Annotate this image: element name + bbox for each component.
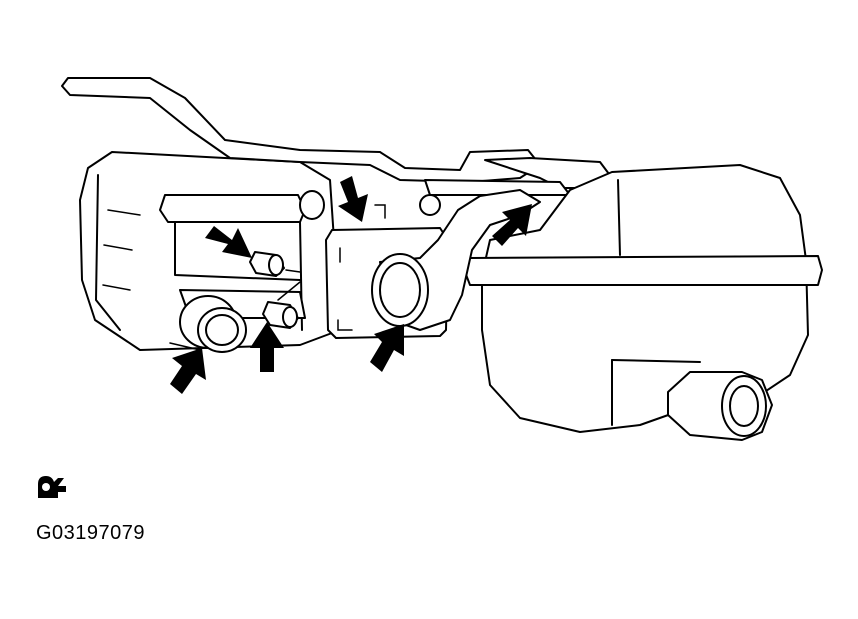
arrow-lower-nipple [250, 322, 284, 372]
lower-nipple [262, 281, 301, 329]
figure-code: G03197079 [36, 522, 146, 544]
arrow-block-top [338, 176, 368, 222]
arrow-large-port [170, 348, 206, 394]
mounting-bolt [299, 190, 441, 220]
arrow-hose-elbow [370, 324, 404, 372]
mounting-bracket [61, 77, 613, 196]
callout-arrows [170, 176, 532, 394]
hose [371, 189, 541, 331]
arrow-upper-nipple [205, 226, 252, 258]
tool-symbol-icon [38, 476, 66, 498]
upper-nipple [249, 251, 301, 277]
arrow-hose-right [492, 204, 532, 246]
large-port [169, 295, 247, 353]
reservoir-tank [464, 164, 823, 441]
